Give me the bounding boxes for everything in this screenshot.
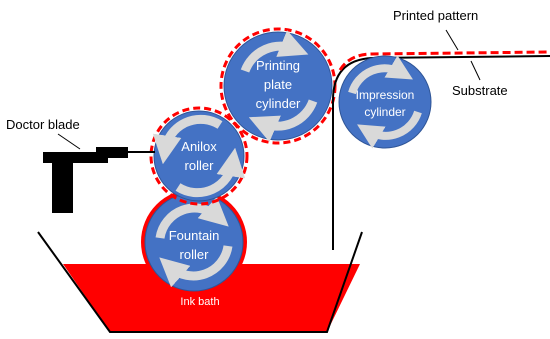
printing-plate-label-line1: Printing	[256, 58, 300, 73]
impression-cylinder-label-line2: cylinder	[364, 105, 405, 119]
anilox-roller-label-line1: Anilox	[181, 139, 217, 154]
printing-plate-label-line2: plate	[264, 77, 292, 92]
doctor-blade-clamp	[96, 147, 128, 158]
rotation-arrow-icon	[159, 245, 233, 288]
rotation-arrow-icon	[248, 99, 318, 142]
fountain-roller-label-line1: Fountain	[169, 228, 220, 243]
rotation-arrow-icon	[357, 110, 422, 149]
fountain-roller: Fountain roller	[141, 189, 247, 295]
rotation-arrow-icon	[240, 30, 309, 73]
anilox-roller: Anilox roller	[149, 106, 249, 206]
rotation-arrow-icon	[152, 114, 223, 165]
anilox-roller-body	[153, 110, 245, 202]
printed-pattern-line	[338, 50, 550, 71]
impression-cylinder: Impression cylinder	[338, 55, 432, 149]
printed-pattern-leader	[445, 29, 459, 51]
impression-cylinder-label-line1: Impression	[356, 88, 415, 102]
ink-bath-label: Ink bath	[180, 296, 219, 308]
printed-pattern-label: Printed pattern	[393, 8, 478, 23]
anilox-roller-label-line2: roller	[185, 158, 215, 173]
doctor-blade	[43, 147, 155, 213]
rotation-arrow-icon	[155, 196, 229, 239]
rotation-arrow-icon	[175, 147, 246, 198]
fountain-roller-label-line2: roller	[180, 247, 210, 262]
doctor-blade-leader	[57, 133, 81, 150]
anilox-roller-ink-ring	[149, 106, 249, 206]
printing-plate-label-line3: cylinder	[256, 96, 301, 111]
printing-plate-cylinder: Printing plate cylinder	[219, 27, 337, 145]
doctor-blade-handle	[43, 152, 108, 163]
doctor-blade-label: Doctor blade	[6, 117, 80, 132]
ink-bath-trough	[37, 231, 363, 333]
ink-bath-fill	[63, 264, 360, 332]
substrate-label: Substrate	[452, 83, 508, 98]
rotation-arrow-icon	[348, 55, 414, 95]
doctor-blade-post	[52, 152, 73, 213]
substrate-leader	[470, 60, 481, 81]
